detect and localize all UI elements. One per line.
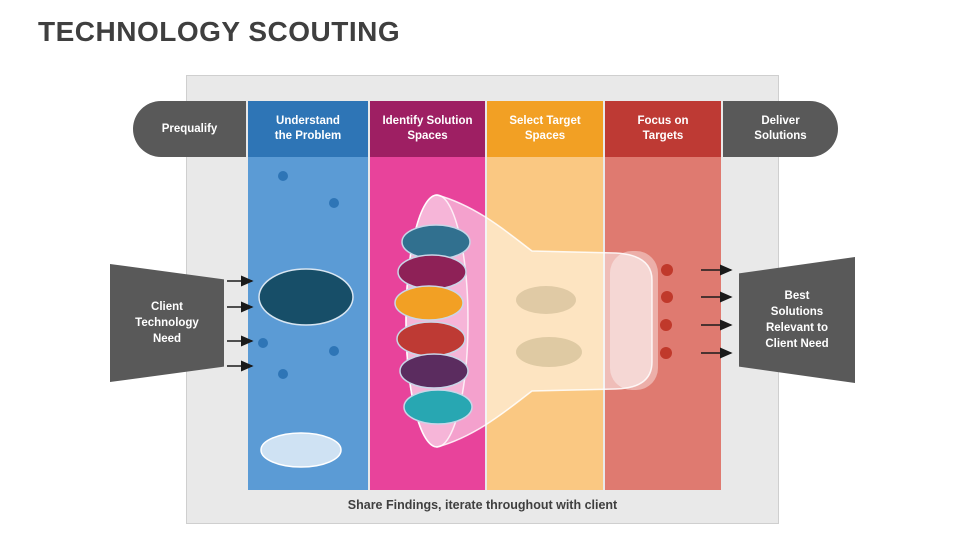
stage-label: Prequalify xyxy=(161,122,218,135)
stage-focus-on-targets: Focus on Targets xyxy=(605,101,721,157)
stage-understand-problem: Understand the Problem xyxy=(248,101,368,157)
solution-ellipse xyxy=(403,389,473,425)
caption: Share Findings, iterate throughout with … xyxy=(347,498,618,512)
best-solutions-callout: Best Solutions Relevant to Client Need xyxy=(739,257,855,383)
solution-ellipse xyxy=(397,254,467,290)
page-title: TECHNOLOGY SCOUTING xyxy=(38,16,401,47)
stage-label: Deliver Solutions xyxy=(754,115,807,142)
solution-ellipse xyxy=(396,321,466,357)
target-dot xyxy=(661,291,673,303)
candidate-ellipse xyxy=(516,337,582,367)
stage-prequalify: Prequalify xyxy=(133,101,246,157)
candidate-ellipse xyxy=(516,286,576,314)
problem-ellipse xyxy=(258,268,354,326)
client-need-label: Client Technology Need xyxy=(135,300,199,346)
funnel-cap xyxy=(610,251,658,390)
pool-ellipse xyxy=(260,432,342,468)
stage-identify-solution-spaces: Identify Solution Spaces xyxy=(370,101,485,157)
stage-select-target-spaces: Select Target Spaces xyxy=(487,101,603,157)
stage-label: Understand the Problem xyxy=(274,115,342,142)
stage-label: Select Target Spaces xyxy=(509,115,581,142)
client-need-callout: Client Technology Need xyxy=(110,264,224,382)
stage-label: Identify Solution Spaces xyxy=(382,115,473,142)
solution-ellipse xyxy=(401,224,471,260)
solution-ellipse xyxy=(394,285,464,321)
target-dot xyxy=(660,347,672,359)
need-dot xyxy=(278,369,288,379)
need-dot xyxy=(329,198,339,208)
stage-deliver-solutions: Deliver Solutions xyxy=(723,101,838,157)
target-dot xyxy=(661,264,673,276)
need-dot xyxy=(258,338,268,348)
solution-ellipse xyxy=(399,353,469,389)
best-solutions-label: Best Solutions Relevant to Client Need xyxy=(765,289,829,351)
need-dot xyxy=(278,171,288,181)
need-dot xyxy=(329,346,339,356)
stage-label: Focus on Targets xyxy=(637,115,689,142)
target-dot xyxy=(660,319,672,331)
